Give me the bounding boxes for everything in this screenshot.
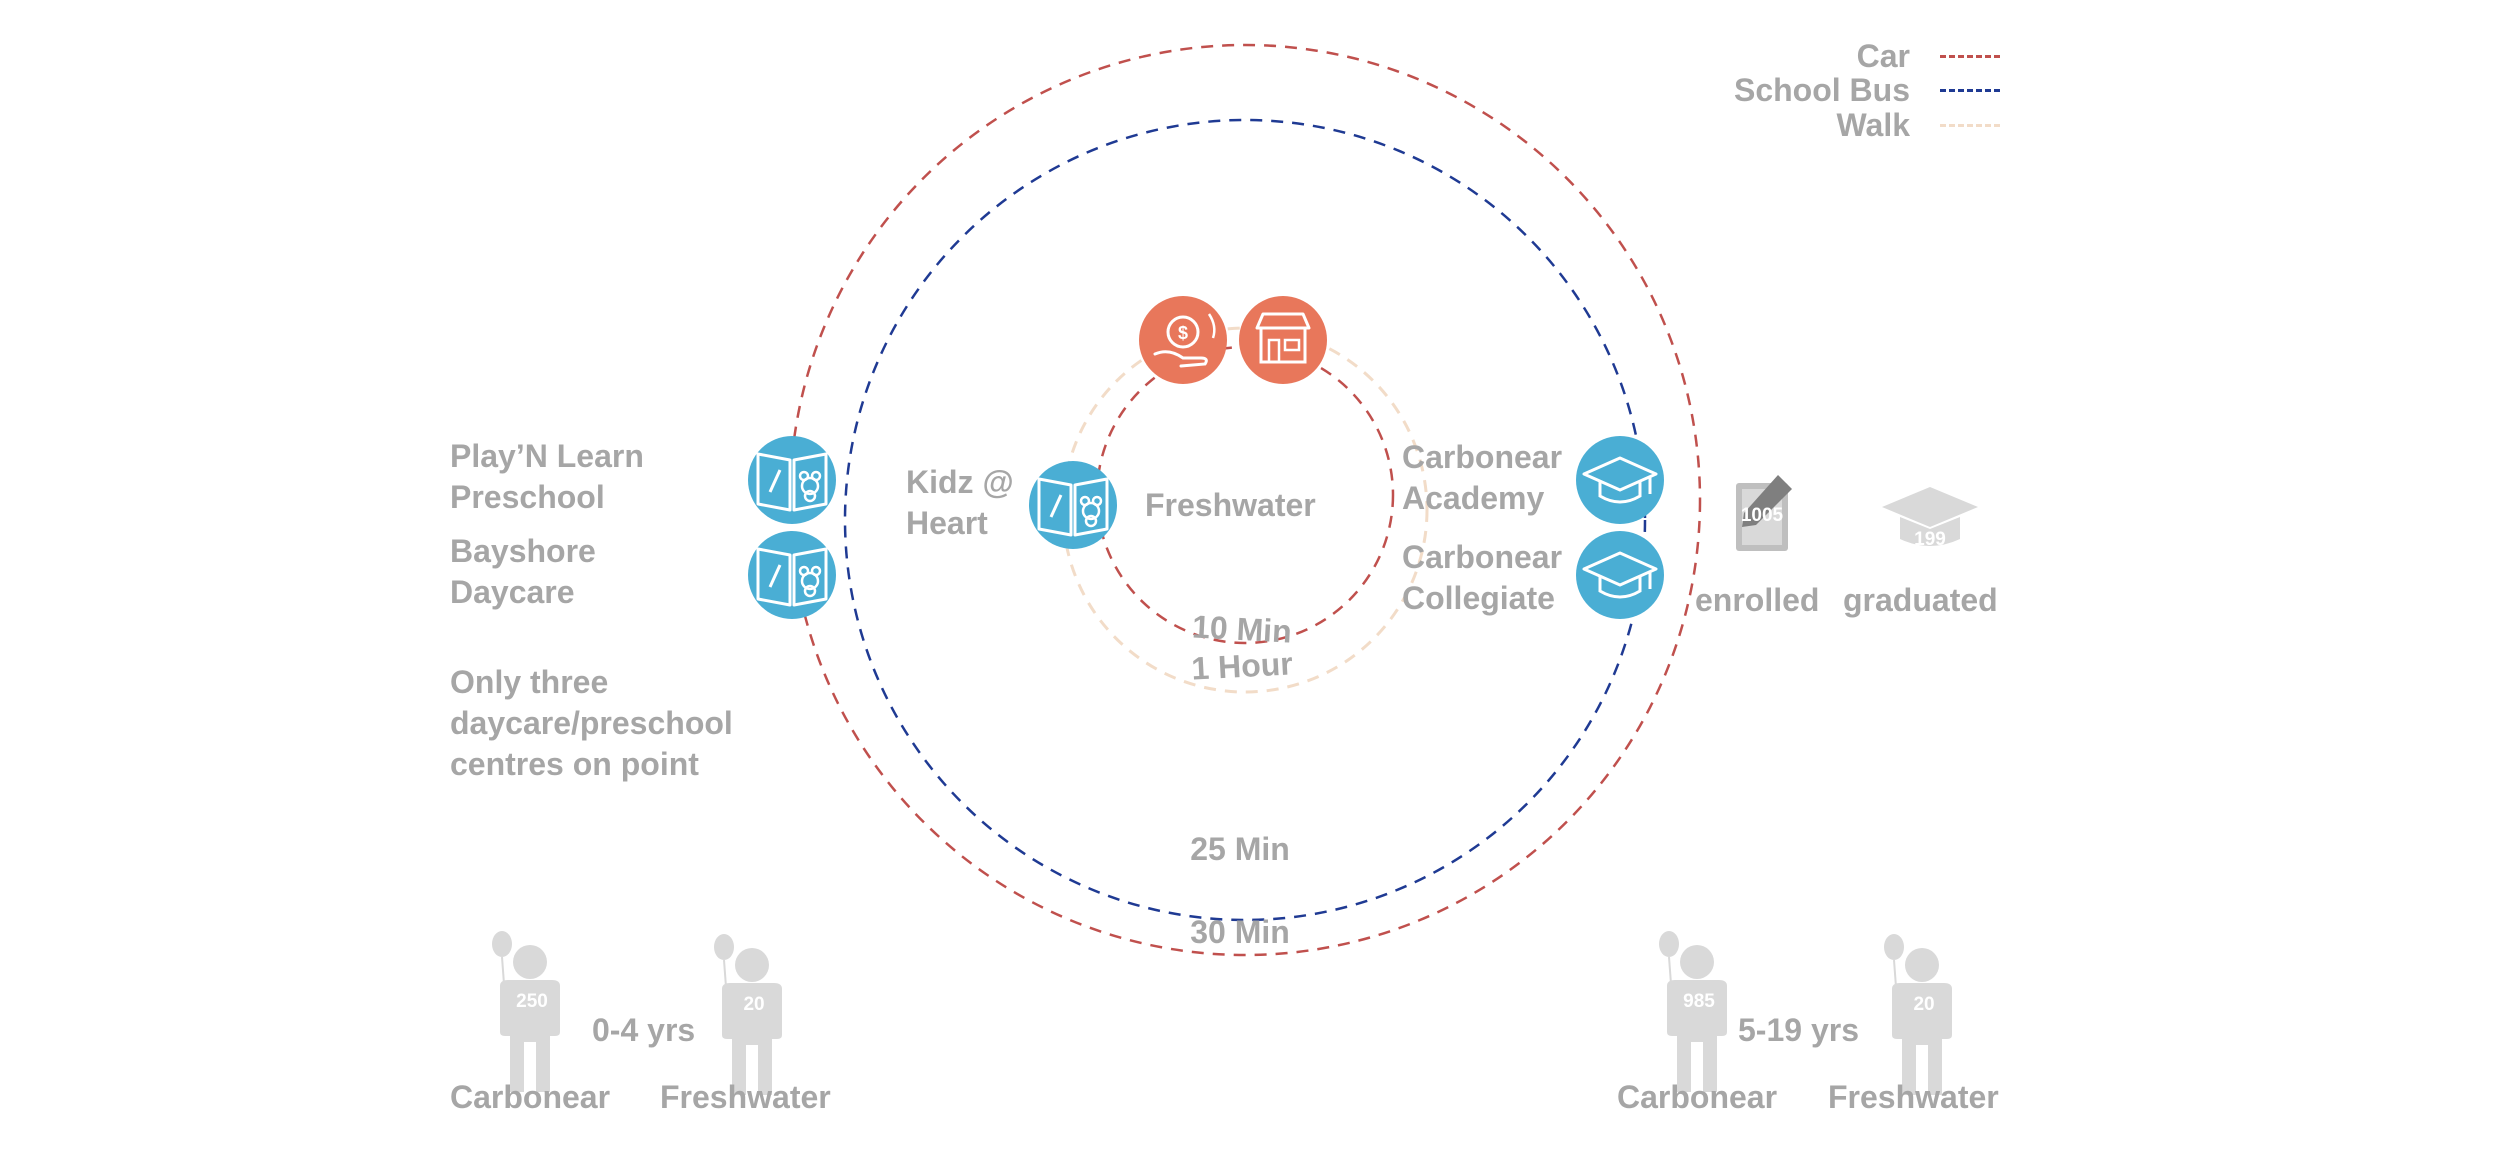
kidz-heart-node [1029, 461, 1117, 549]
graduated-cap-icon: 199 [1882, 487, 1978, 550]
carbonear-collegiate-node [1576, 531, 1664, 619]
carbonear-0-4-value: 250 [516, 991, 548, 1012]
legend-car: Car [1857, 38, 2000, 74]
storefront-icon [1255, 312, 1311, 364]
playn-learn-label: Play’N Learn Preschool [450, 438, 644, 515]
car-inner-ring-label: 10 Min [1191, 608, 1292, 649]
kidz-heart-label: Kidz @ Heart [906, 464, 1014, 541]
carbonear-5-19-value: 985 [1683, 991, 1715, 1012]
bus-ring-label: 25 Min [1190, 831, 1290, 867]
person-freshwater-0-4: 20 [713, 933, 783, 1096]
freshwater-5-19-value: 20 [1913, 994, 1934, 1015]
freshwater-label-left: Freshwater [660, 1079, 831, 1115]
carbonear-label-right: Carbonear [1617, 1079, 1778, 1115]
carbonear-label-left: Carbonear [450, 1079, 611, 1115]
legend-swatch-bus [1940, 88, 2000, 92]
person-carbonear-5-19: 985 [1658, 930, 1728, 1093]
finance-node: $ [1139, 296, 1227, 384]
legend-school-bus: School Bus [1734, 72, 2000, 108]
freshwater-label-right: Freshwater [1828, 1079, 1999, 1115]
legend-label: Car [1856, 38, 1910, 74]
playn-learn-node [748, 436, 836, 524]
enrolled-label: enrolled [1695, 582, 1820, 618]
graduated-label: graduated [1843, 582, 1998, 618]
freshwater-0-4-value: 20 [743, 994, 764, 1015]
hand-coin-icon: $ [1153, 313, 1216, 368]
graduated-value: 199 [1914, 529, 1946, 550]
bayshore-label: Bayshore Daycare [450, 533, 596, 610]
car-outer-ring-label: 30 Min [1190, 914, 1290, 950]
bayshore-node [748, 531, 836, 619]
daycare-note: Only three daycare/preschool centres on … [450, 664, 733, 782]
legend-label: School Bus [1733, 72, 1910, 108]
legend-swatch-walk [1940, 123, 2000, 127]
book-pencil-icon: 1005 [1736, 475, 1792, 551]
age-range-right: 5-19 yrs [1738, 1012, 1859, 1048]
svg-text:$: $ [1178, 323, 1188, 343]
carbonear-collegiate-label: Carbonear Collegiate [1402, 539, 1563, 616]
carbonear-academy-label: Carbonear Academy [1402, 439, 1563, 516]
bus-ring [843, 118, 1647, 922]
age-range-left: 0-4 yrs [592, 1012, 696, 1048]
store-node [1239, 296, 1327, 384]
person-carbonear-0-4: 250 [491, 930, 561, 1093]
legend-label: Walk [1836, 107, 1911, 143]
legend-swatch-car [1940, 54, 2000, 58]
legend-walk: Walk [1836, 107, 2000, 143]
carbonear-academy-node [1576, 436, 1664, 524]
walk-ring-label: 1 Hour [1191, 645, 1294, 686]
person-freshwater-5-19: 20 [1883, 933, 1953, 1096]
enrolled-value: 1005 [1741, 505, 1784, 526]
center-label: Freshwater [1145, 487, 1316, 523]
